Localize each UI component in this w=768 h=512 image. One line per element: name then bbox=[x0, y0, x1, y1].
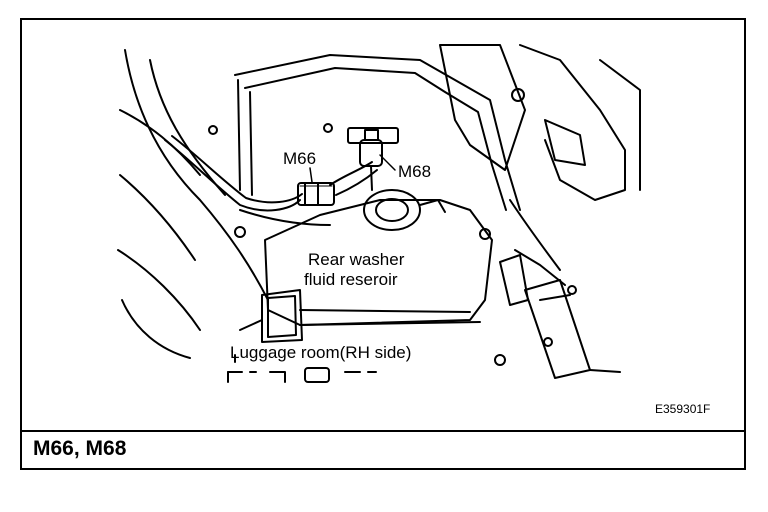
left-body-panel bbox=[117, 49, 269, 359]
right-body-panel bbox=[439, 44, 641, 271]
floor-outlines bbox=[227, 354, 377, 383]
label-m66: M66 bbox=[283, 149, 317, 168]
right-connector-bracket bbox=[499, 249, 621, 379]
figure-caption: M66, M68 bbox=[33, 437, 127, 460]
rear-panel-outline bbox=[234, 54, 521, 211]
connector-m68 bbox=[347, 127, 399, 191]
wire-harness bbox=[164, 135, 378, 226]
label-location: Luggage room(RH side) bbox=[230, 343, 412, 362]
caption-divider bbox=[20, 430, 746, 432]
label-reservoir-line2: fluid reseroir bbox=[304, 270, 398, 289]
figure-code: E359301F bbox=[655, 402, 711, 416]
mounting-holes bbox=[208, 123, 506, 366]
lower-left-bracket bbox=[239, 289, 481, 343]
connector-m66 bbox=[297, 182, 335, 206]
label-reservoir-line1: Rear washer bbox=[308, 250, 405, 269]
label-m68: M68 bbox=[398, 162, 432, 181]
washer-reservoir bbox=[264, 189, 493, 326]
leader-lines bbox=[309, 154, 396, 183]
figure-frame bbox=[20, 18, 746, 470]
